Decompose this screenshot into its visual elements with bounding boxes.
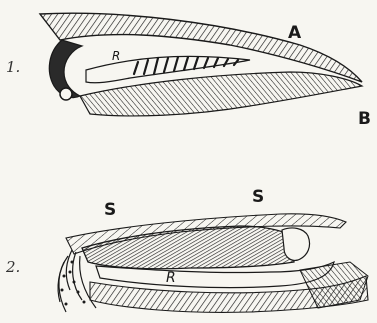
figure-1: 1. A B R bbox=[6, 13, 371, 129]
figure-1-number: 1. bbox=[6, 58, 20, 76]
label-r-1: R bbox=[112, 49, 120, 63]
figure-2-number: 2. bbox=[5, 258, 20, 276]
label-b: B bbox=[358, 109, 371, 129]
label-a: A bbox=[288, 23, 302, 43]
end-plate bbox=[282, 228, 310, 260]
label-s-right: S bbox=[252, 187, 264, 207]
label-r-2: R bbox=[166, 270, 176, 286]
label-s-left: S bbox=[104, 200, 116, 220]
hook-ring bbox=[60, 88, 72, 100]
figure-2: 2. S S R bbox=[5, 187, 368, 312]
